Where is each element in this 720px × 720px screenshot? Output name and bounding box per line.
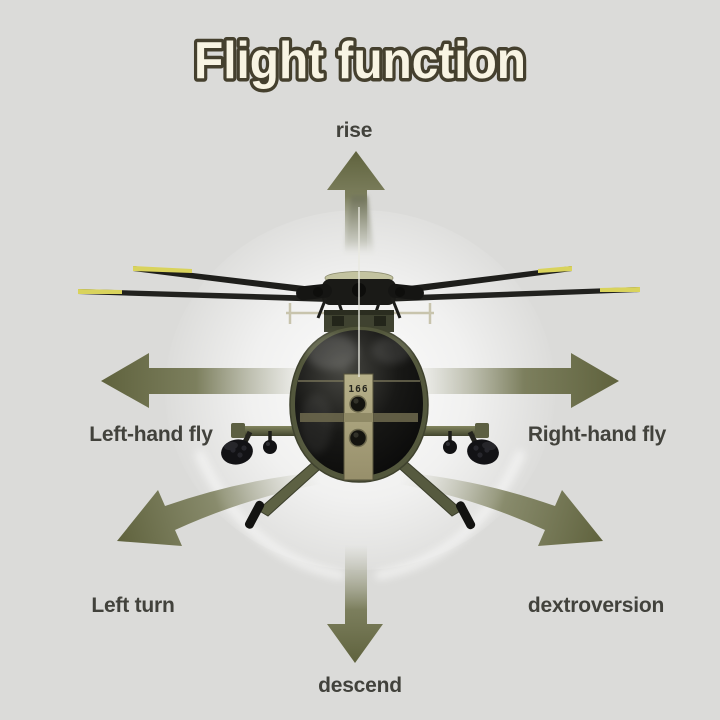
- arrow-left-icon: [101, 353, 312, 408]
- skid-foot: [244, 500, 265, 529]
- nose-port: [348, 428, 368, 448]
- rotor-blade: [78, 289, 360, 303]
- cockpit: 166: [289, 207, 429, 483]
- label-descend: descend: [318, 674, 402, 697]
- sensor-pod: [263, 440, 277, 454]
- label-rise: rise: [336, 119, 373, 142]
- arrow-right-icon: [408, 353, 619, 408]
- gun-pods: [221, 430, 499, 465]
- label-left-hand-fly: Left-hand fly: [89, 423, 213, 446]
- label-left-turn: Left turn: [91, 594, 174, 617]
- arrow-curved-down-right-icon: [399, 472, 603, 546]
- label-right-hand-fly: Right-hand fly: [528, 423, 667, 446]
- nose-number: 166: [348, 384, 368, 395]
- page-title: Flight function: [194, 32, 526, 90]
- helicopter-illustration: 166: [78, 196, 640, 530]
- rotor-blade-tip: [600, 287, 640, 292]
- sensor-pod: [443, 440, 457, 454]
- ghost-arc-right: [375, 450, 525, 580]
- arrow-curved-down-left-icon: [117, 472, 321, 546]
- ghost-arc-left: [195, 450, 345, 580]
- rotor-blade-tip: [133, 266, 192, 273]
- rotor-blades: [78, 266, 640, 303]
- nose-stripe: [343, 373, 374, 481]
- label-dextroversion: dextroversion: [528, 594, 664, 617]
- arrow-down-icon: [327, 545, 383, 663]
- rotor-blade-tip: [78, 289, 122, 294]
- nose-port: [349, 395, 367, 413]
- skid-foot: [455, 501, 476, 530]
- rotor-blade-tip: [538, 266, 572, 273]
- rotor-blade: [356, 287, 640, 303]
